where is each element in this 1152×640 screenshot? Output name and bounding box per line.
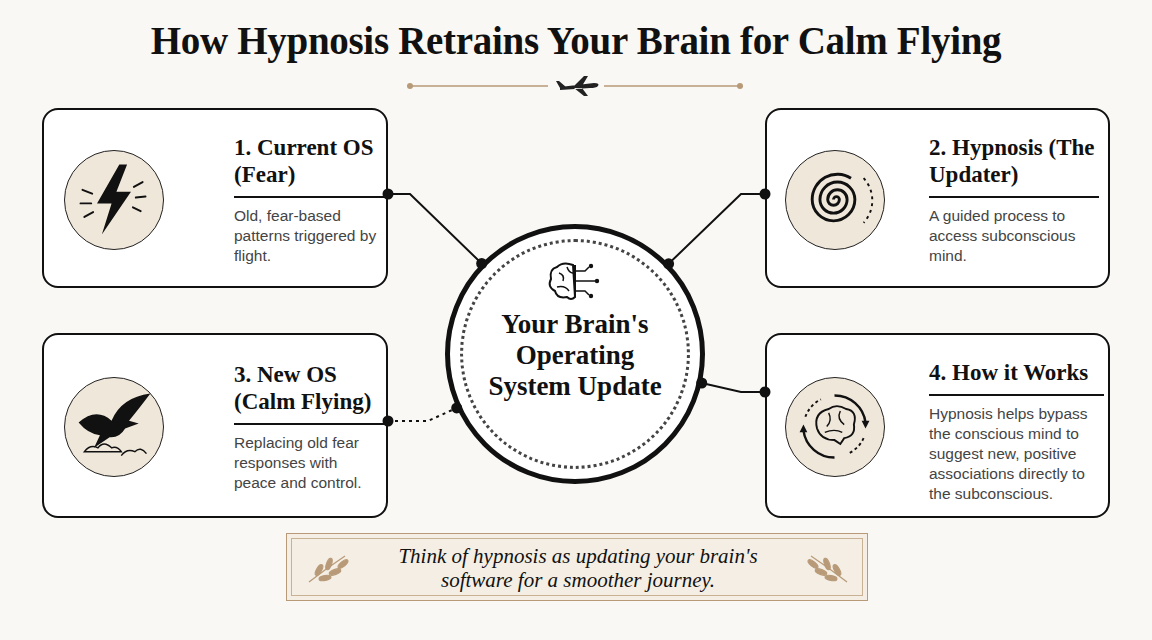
connector-dot xyxy=(476,258,487,269)
icon-circle xyxy=(785,150,885,250)
box-heading: 3. New OS (Calm Flying) xyxy=(234,361,384,415)
connector-dot xyxy=(451,402,462,413)
ornament-line xyxy=(412,85,548,87)
caption-text: Think of hypnosis as updating your brain… xyxy=(362,544,794,592)
connector-line xyxy=(702,383,765,392)
center-label: Your Brain's Operating System Update xyxy=(485,309,665,402)
icon-circle xyxy=(64,377,164,477)
connector-group xyxy=(696,378,770,398)
info-box: 3. New OS (Calm Flying) Replacing old fea… xyxy=(42,333,388,518)
connector-group xyxy=(383,402,463,426)
center-circle: Your Brain's Operating System Update xyxy=(445,224,705,484)
heading-rule xyxy=(234,196,388,198)
info-box: 1. Current OS (Fear) Old, fear-based patt… xyxy=(42,108,388,288)
cycle-icon xyxy=(786,378,883,475)
icon-circle xyxy=(64,150,164,250)
connector-dot xyxy=(696,378,707,389)
connector-dot xyxy=(760,189,771,200)
connector-dot xyxy=(383,189,394,200)
connector-line xyxy=(388,194,482,264)
box-heading: 2. Hypnosis (The Updater) xyxy=(929,134,1099,188)
ornament-dot xyxy=(407,83,413,89)
airplane-icon xyxy=(556,76,599,96)
box-body: Hypnosis helps bypass the conscious mind… xyxy=(929,404,1101,504)
icon-circle xyxy=(785,377,885,477)
spiral-icon xyxy=(786,151,883,248)
heading-rule xyxy=(929,196,1099,198)
info-box: 4. How it WorksHypnosis helps bypass the… xyxy=(765,333,1110,518)
ornament-dot xyxy=(737,83,743,89)
bolt-icon xyxy=(65,151,162,248)
box-body: A guided process to access subconscious … xyxy=(929,206,1089,266)
box-body: Old, fear-based patterns triggered by fl… xyxy=(234,206,384,266)
box-body: Replacing old fear responses with peace … xyxy=(234,433,382,493)
connector-dot xyxy=(383,416,394,427)
connector-line xyxy=(669,194,765,264)
diagram-title: How Hypnosis Retrains Your Brain for Cal… xyxy=(0,18,1152,63)
caption-banner: Think of hypnosis as updating your brain… xyxy=(286,533,868,601)
brain-icon xyxy=(545,259,605,303)
info-box: 2. Hypnosis (The Updater) A guided proces… xyxy=(765,108,1110,288)
box-heading: 4. How it Works xyxy=(929,359,1104,386)
connector-line xyxy=(388,408,457,421)
connector-group xyxy=(663,189,770,270)
connector-dot xyxy=(760,387,771,398)
ornament-line xyxy=(604,85,738,87)
eagle-icon xyxy=(65,378,162,475)
heading-rule xyxy=(929,394,1104,396)
connector-group xyxy=(383,189,488,270)
connector-dot xyxy=(663,258,674,269)
heading-rule xyxy=(234,423,388,425)
box-heading: 1. Current OS (Fear) xyxy=(234,134,384,188)
